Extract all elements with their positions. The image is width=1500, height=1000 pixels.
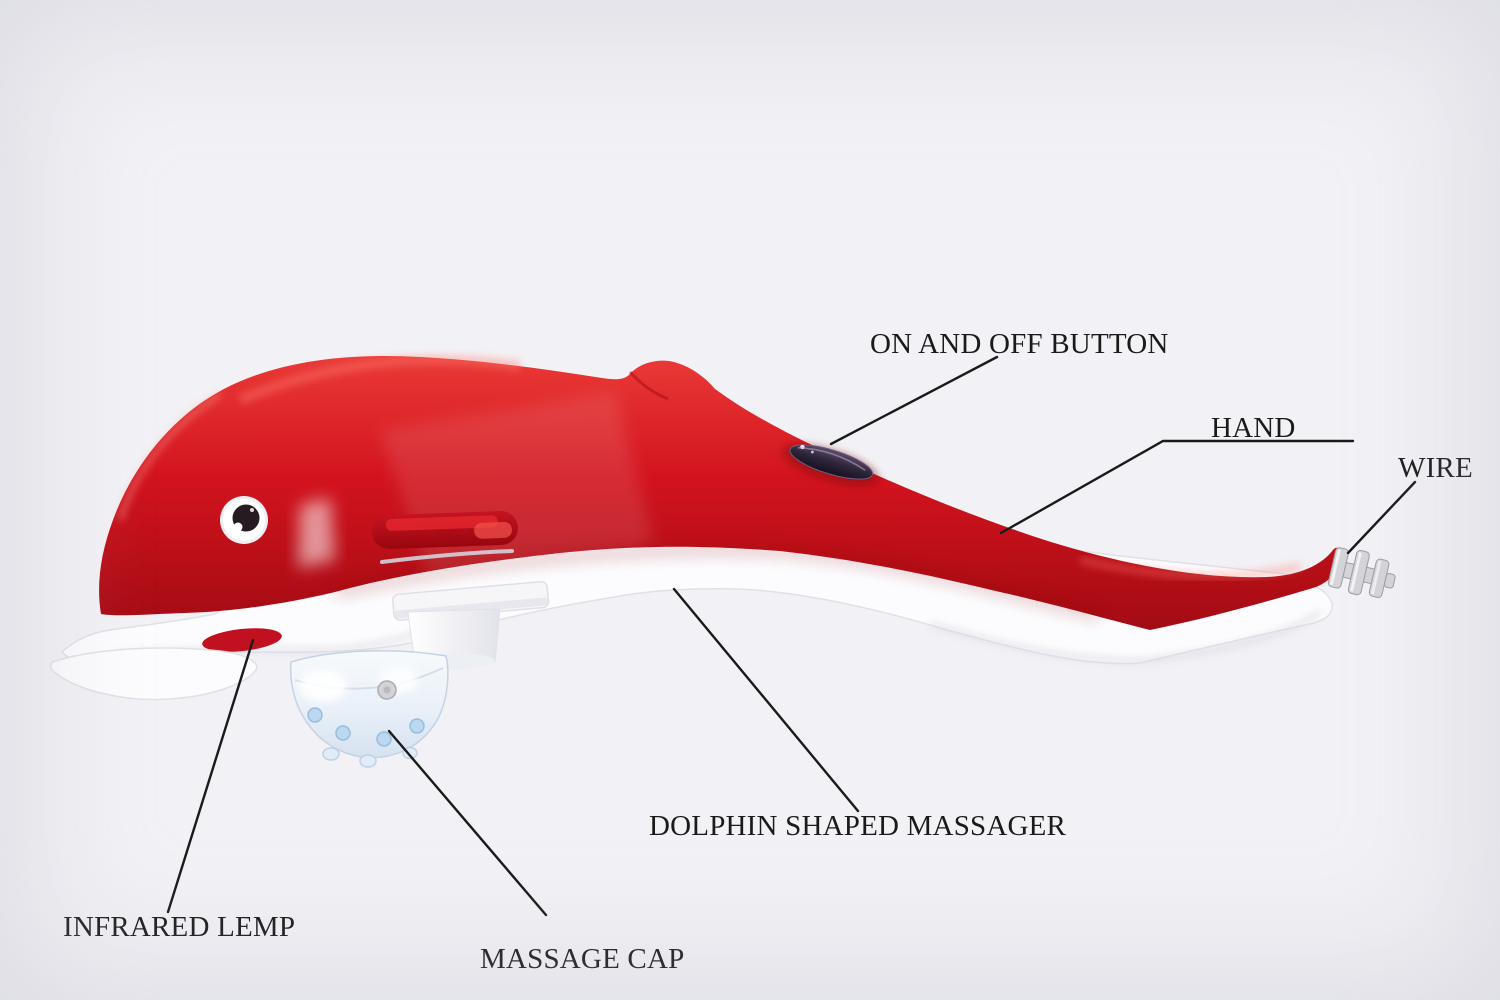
belly-shadow-right [929,609,1322,663]
eye-highlight-small [250,508,254,512]
back-highlight [238,355,521,405]
leader-line-massage-cap [387,729,548,917]
massage-head-neck [407,608,501,665]
dolphin-body [99,355,1341,630]
head-sheen [298,498,335,568]
side-fin [372,511,518,549]
label-wire: WIRE [1398,452,1473,484]
eye-highlight [233,522,243,532]
leader-line-wire [1346,480,1417,555]
massage-cap-center-nub [377,680,397,700]
dorsal-fin [628,371,669,401]
eye [220,496,268,544]
belly-boundary-shade [334,545,1101,619]
leader-lines [166,355,1417,917]
wire-connector [1327,547,1396,598]
label-hand: HAND [1211,412,1296,444]
tail-highlight [1079,556,1301,580]
leader-line-dolphin-shaped-massager [672,587,860,813]
on-off-button [782,444,879,486]
label-massage-cap: MASSAGE CAP [480,943,685,975]
massage-cap-nubs [307,707,425,747]
mouth-lower-lip [49,647,258,701]
infrared-lamp [202,628,282,652]
massage-cap-shine-left [299,670,347,702]
leader-line-infrared-lemp [166,638,255,914]
label-dolphin-shaped-massager: DOLPHIN SHAPED MASSAGER [649,810,1067,842]
label-on-off-button: ON AND OFF BUTTON [870,328,1169,360]
belly-groove [380,549,514,564]
head-rim-light [117,392,222,521]
massage-cap-dome [289,650,449,759]
leader-line-on-off-button [829,355,999,446]
leader-line-hand [999,439,1355,535]
label-infrared-lemp: INFRARED LEMP [63,911,296,943]
